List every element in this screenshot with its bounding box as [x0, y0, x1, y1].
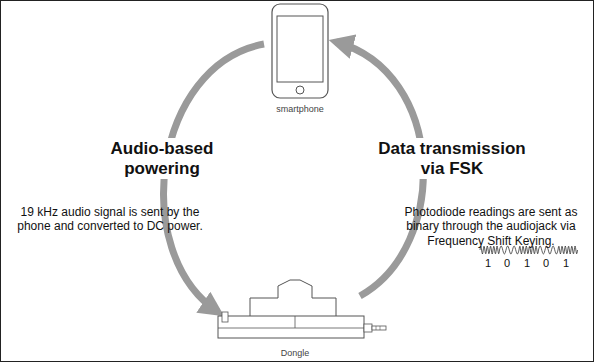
node-outline: [256, 2, 344, 116]
bit-value: 0: [540, 257, 552, 269]
bit-value: 0: [501, 257, 513, 269]
edge-heading: Data transmission via FSK: [368, 138, 537, 179]
node-outline: [200, 272, 390, 360]
description-text: 19 kHz audio signal is sent by the phone…: [4, 205, 216, 234]
edge-heading: Audio-based powering: [101, 138, 223, 179]
bit-value: 1: [521, 257, 533, 269]
smartphone-icon: smartphone: [256, 2, 344, 116]
description-text: Photodiode readings are sent as binary t…: [392, 205, 590, 248]
bit-value: 1: [560, 257, 572, 269]
bit-value: 1: [482, 257, 494, 269]
dongle-drawing: Dongle: [200, 272, 390, 360]
node-label: Dongle: [200, 348, 390, 358]
node-label: smartphone: [256, 104, 344, 114]
